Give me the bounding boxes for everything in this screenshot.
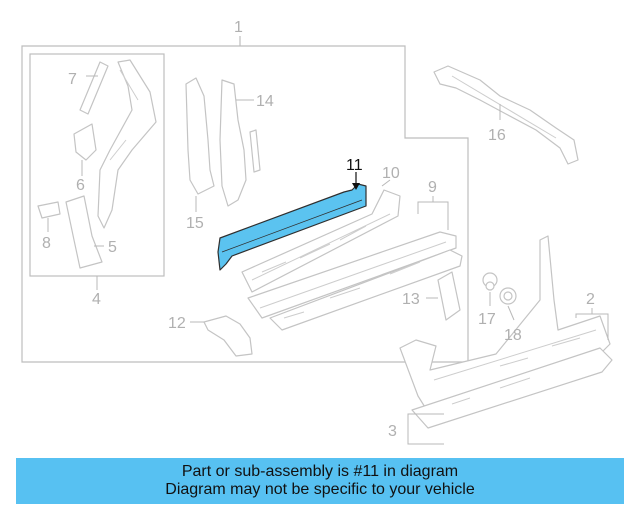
callout-15: 15 <box>186 215 204 232</box>
part-12-panel <box>190 315 253 357</box>
callout-14: 14 <box>256 93 274 110</box>
part-18-fastener <box>499 287 517 321</box>
part-14-pillar <box>219 79 261 207</box>
info-banner: Part or sub-assembly is #11 in diagram D… <box>16 458 624 504</box>
callout-5: 5 <box>108 239 117 256</box>
part-13-gusset <box>426 271 461 321</box>
callout-11: 11 <box>346 157 363 174</box>
callout-10: 10 <box>382 165 400 182</box>
callout-3: 3 <box>388 423 397 440</box>
part-6-pillar <box>73 59 157 229</box>
callout-13: 13 <box>402 291 420 308</box>
part-16-rail <box>433 65 579 165</box>
parts-diagram: 1 7 6 8 5 4 14 15 11 10 9 16 12 13 17 18… <box>21 19 613 445</box>
assembly-1-box <box>21 36 469 363</box>
part-17-fastener <box>482 272 498 306</box>
part-11-sill-highlighted <box>217 172 367 271</box>
callout-16: 16 <box>488 127 506 144</box>
callout-4: 4 <box>92 291 101 308</box>
banner-line-2: Diagram may not be specific to your vehi… <box>165 481 475 498</box>
part-8-clip <box>37 201 61 232</box>
callout-12: 12 <box>168 315 186 332</box>
callout-1: 1 <box>234 19 243 36</box>
part-15-pillar <box>185 77 215 212</box>
callout-8: 8 <box>42 235 51 252</box>
part-5-bracket <box>65 195 104 269</box>
part-7-strip <box>79 61 109 115</box>
callout-9: 9 <box>428 179 437 196</box>
callout-18: 18 <box>504 327 522 344</box>
callout-2: 2 <box>586 291 595 308</box>
part-2-3-outer-panel <box>399 235 613 445</box>
banner-line-1: Part or sub-assembly is #11 in diagram <box>181 463 459 480</box>
assembly-4-box <box>29 53 165 290</box>
part-9-reinforcement <box>247 196 463 331</box>
callout-17: 17 <box>478 311 496 328</box>
callout-7: 7 <box>68 71 77 88</box>
part-10-rocker <box>241 179 401 293</box>
callout-6: 6 <box>76 177 85 194</box>
